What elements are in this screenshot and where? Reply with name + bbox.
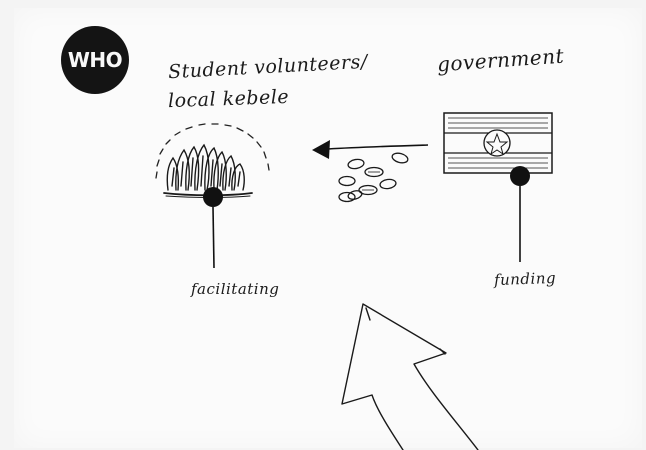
flag-icon: [444, 113, 552, 173]
facilitating-connector: [203, 187, 223, 268]
arrow-left-icon: [312, 140, 428, 159]
funding-connector: [510, 166, 530, 262]
large-arrow-icon: [342, 304, 478, 450]
coins-icon: [339, 152, 409, 202]
